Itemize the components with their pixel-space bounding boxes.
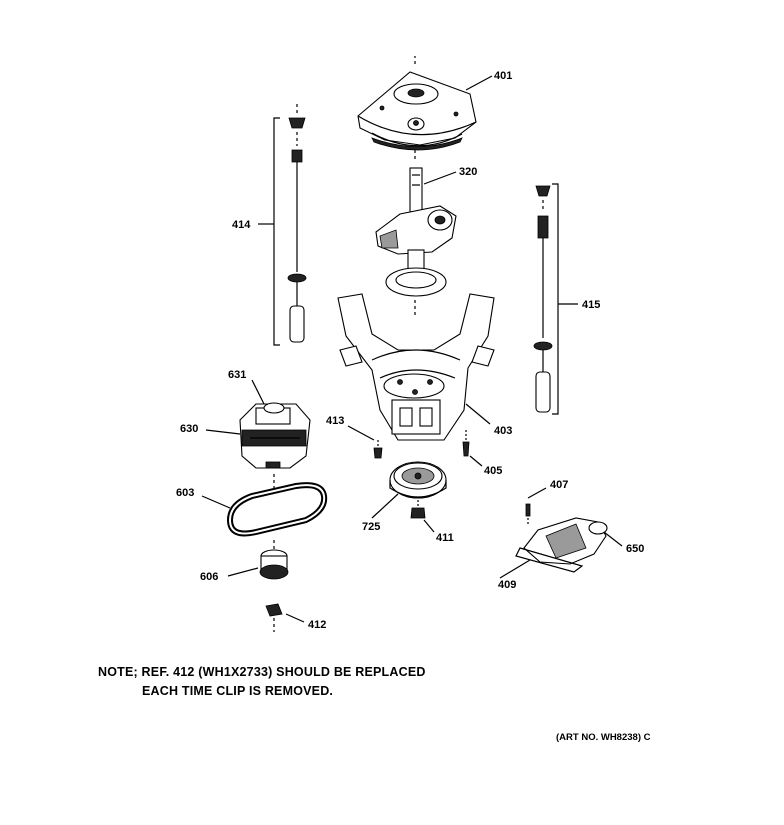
- part-603-belt: [201, 482, 328, 537]
- art-number: (ART NO. WH8238) C: [556, 732, 651, 743]
- callout-630: 630: [180, 423, 198, 435]
- callout-403: 403: [494, 425, 512, 437]
- callout-409: 409: [498, 579, 516, 591]
- callout-631: 631: [228, 369, 246, 381]
- callout-412: 412: [308, 619, 326, 631]
- part-415-suspension-rod: [533, 183, 578, 415]
- part-401-cover: [357, 56, 477, 160]
- part-412-clip: [265, 603, 305, 632]
- callout-411: 411: [436, 532, 454, 544]
- part-725-pulley: [371, 461, 447, 519]
- part-403-frame: [337, 293, 495, 441]
- callout-603: 603: [176, 487, 194, 499]
- part-413-bolt: [347, 425, 383, 459]
- callout-725: 725: [362, 521, 380, 533]
- part-606-clutch: [227, 540, 289, 580]
- part-405-bolt: [462, 430, 483, 467]
- part-320-transmission: [375, 167, 457, 318]
- callout-415: 415: [582, 299, 600, 311]
- callout-401: 401: [494, 70, 512, 82]
- callout-320: 320: [459, 166, 477, 178]
- callout-407: 407: [550, 479, 568, 491]
- callout-414: 414: [232, 219, 251, 231]
- note-line-1: NOTE; REF. 412 (WH1X2733) SHOULD BE REPL…: [98, 665, 426, 679]
- callout-labels: 401 320 414 415 631 630 413 403 405 603 …: [176, 70, 644, 631]
- part-630-motor: [205, 379, 311, 488]
- callout-606: 606: [200, 571, 218, 583]
- callout-413: 413: [326, 415, 344, 427]
- part-411-nut: [410, 500, 435, 533]
- note-line-2: EACH TIME CLIP IS REMOVED.: [142, 684, 334, 698]
- callout-650: 650: [626, 543, 644, 555]
- part-414-suspension-rod: [258, 104, 307, 346]
- callout-405: 405: [484, 465, 502, 477]
- part-650-pump: [499, 517, 623, 579]
- part-407-screw: [525, 487, 547, 526]
